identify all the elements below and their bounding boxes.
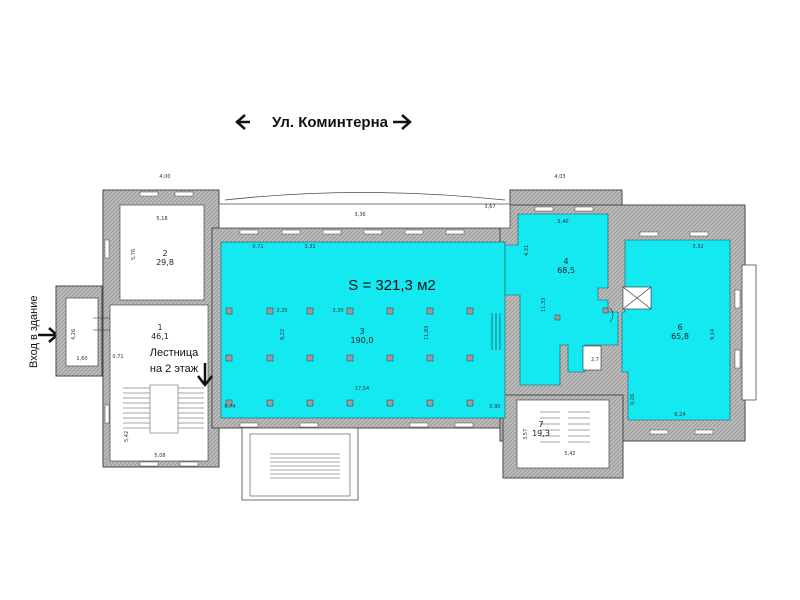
street-arrow-right-icon <box>393 114 412 130</box>
svg-text:3,36: 3,36 <box>354 212 365 218</box>
room-6-area: 65,8 <box>671 332 689 341</box>
stairs-down-arrow-icon <box>197 363 213 388</box>
svg-text:0,71: 0,71 <box>252 244 263 250</box>
svg-text:5,42: 5,42 <box>124 431 130 442</box>
svg-text:4,31: 4,31 <box>524 245 530 256</box>
svg-text:5,18: 5,18 <box>156 216 167 222</box>
svg-text:9,14: 9,14 <box>710 329 716 340</box>
columns <box>225 307 609 407</box>
room-4-number: 4 <box>563 257 568 266</box>
room-3-number: 3 <box>359 327 364 336</box>
room-3-area: 190,0 <box>351 336 374 345</box>
room-7-area: 19,3 <box>532 429 550 438</box>
room-2-area: 29,8 <box>156 258 174 267</box>
plan-details <box>93 286 652 371</box>
svg-text:5,40: 5,40 <box>557 219 568 225</box>
svg-text:17,54: 17,54 <box>355 386 369 392</box>
room-7-number: 7 <box>538 420 543 429</box>
svg-text:4,26: 4,26 <box>71 329 77 340</box>
room-6-number: 6 <box>677 323 682 332</box>
svg-text:5,42: 5,42 <box>564 451 575 457</box>
svg-text:0,26: 0,26 <box>630 394 636 405</box>
windows <box>104 191 741 467</box>
svg-text:0,71: 0,71 <box>112 354 123 360</box>
svg-text:3,30: 3,30 <box>332 308 343 314</box>
room-5-area: 2,7 <box>591 357 599 363</box>
svg-text:3,35: 3,35 <box>276 308 287 314</box>
total-area: S = 321,3 м2 <box>348 277 435 294</box>
svg-text:4,00: 4,00 <box>159 174 170 180</box>
entrance-arrow-icon <box>38 327 59 343</box>
svg-text:5,76: 5,76 <box>131 249 137 260</box>
svg-text:3,67: 3,67 <box>484 204 495 210</box>
svg-text:8,22: 8,22 <box>280 329 286 340</box>
svg-text:6,24: 6,24 <box>674 412 685 418</box>
svg-text:3,57: 3,57 <box>523 429 529 440</box>
svg-text:11,33: 11,33 <box>541 298 547 312</box>
stairs-label-line2: на 2 этаж <box>150 363 199 375</box>
room-2-number: 2 <box>162 249 167 258</box>
svg-text:3,31: 3,31 <box>304 244 315 250</box>
rented-area <box>220 213 731 421</box>
stairs-label-line1: Лестница <box>150 347 199 359</box>
svg-text:4,03: 4,03 <box>554 174 565 180</box>
svg-text:0,90: 0,90 <box>489 404 500 410</box>
svg-text:0,74: 0,74 <box>224 404 235 410</box>
room-labels: 1 46,1 2 29,8 3 190,0 4 68,5 6 65,8 7 19… <box>151 249 689 438</box>
svg-text:1,60: 1,60 <box>76 356 87 362</box>
street-name: Ул. Коминтерна <box>272 114 389 131</box>
entrance-label: Вход в здание <box>28 295 40 368</box>
room-4-area: 68,5 <box>557 266 575 275</box>
svg-text:5,08: 5,08 <box>154 453 165 459</box>
room-1-area: 46,1 <box>151 332 169 341</box>
dimensions: 4,00 4,03 3,36 3,67 5,18 5,76 4,26 1,60 … <box>71 174 716 459</box>
svg-text:3,32: 3,32 <box>692 244 703 250</box>
stairwell <box>123 384 204 434</box>
room7-stairs <box>540 411 590 443</box>
street-arrow-left-icon <box>235 114 250 130</box>
room-1-number: 1 <box>157 323 162 332</box>
porch-stairs <box>270 453 340 479</box>
svg-text:11,83: 11,83 <box>424 326 430 340</box>
